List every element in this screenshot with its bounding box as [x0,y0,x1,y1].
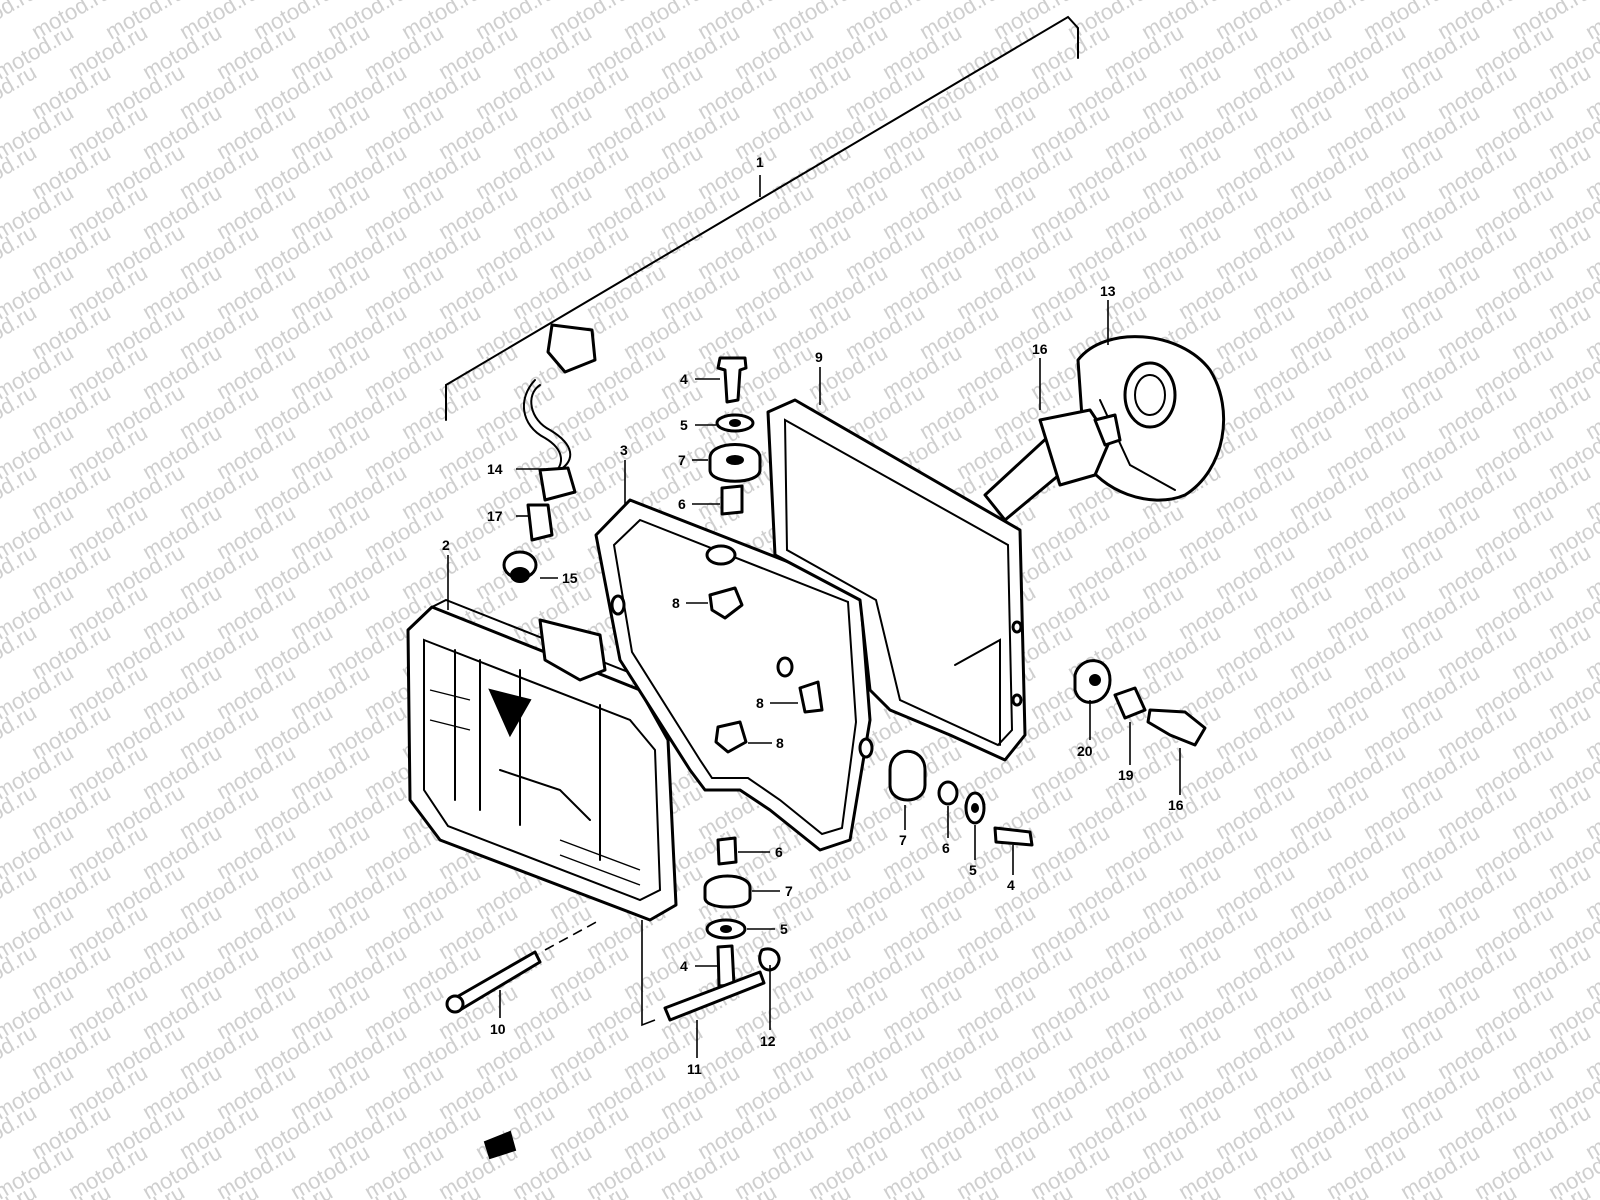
headlight-rim [594,498,874,852]
callout-19: 19 [1118,767,1134,783]
hardware-right [888,749,1034,847]
adjuster-screw-10 [445,919,601,1014]
hardware-top [708,356,762,516]
callout-2: 2 [442,537,450,553]
callout-8-low: 8 [776,735,784,751]
clip-8-top [708,586,744,620]
hardware-bottom [663,836,781,1022]
callout-16-top: 16 [1032,341,1048,357]
headlight-bulb [983,408,1122,522]
callout-16-right: 16 [1168,797,1184,813]
small-part-icon [483,1130,517,1160]
callout-7-right: 7 [899,832,907,848]
position-lamp-harness [522,323,597,542]
callout-8-mid: 8 [756,695,764,711]
assembly-bracket [445,15,1079,421]
callout-3: 3 [620,442,628,458]
callout-14: 14 [487,461,503,477]
callout-20: 20 [1077,743,1093,759]
callout-10: 10 [490,1021,506,1037]
callout-6-bottom: 6 [775,844,783,860]
hardware-adjuster-right [1073,659,1207,747]
callout-7-top: 7 [678,452,686,468]
callout-4-top: 4 [680,371,688,387]
callout-5-bottom: 5 [780,921,788,937]
callout-1: 1 [756,154,764,170]
callout-labels: 1 2 3 4 5 7 6 9 8 8 8 14 17 15 13 16 20 … [442,154,1184,1077]
callout-8-top: 8 [672,595,680,611]
callout-13: 13 [1100,283,1116,299]
callout-11: 11 [687,1061,702,1077]
headlight-case [766,398,1027,762]
callout-17: 17 [487,508,503,524]
clip-8-mid [798,680,824,714]
clip-8-low [714,720,748,754]
callout-6-right: 6 [942,840,950,856]
headlight-unit [406,598,678,922]
bulb-socket-cover [1076,335,1226,502]
callout-12: 12 [760,1033,776,1049]
callout-7-bottom: 7 [785,883,793,899]
callout-5-top: 5 [680,417,688,433]
callout-5-right: 5 [969,862,977,878]
callout-15: 15 [562,570,578,586]
grommet-15 [502,550,538,583]
callout-4-right: 4 [1007,877,1015,893]
callout-9: 9 [815,349,823,365]
callout-4-bottom: 4 [680,958,688,974]
leader-lines [447,300,1181,1058]
callout-6-top: 6 [678,496,686,512]
